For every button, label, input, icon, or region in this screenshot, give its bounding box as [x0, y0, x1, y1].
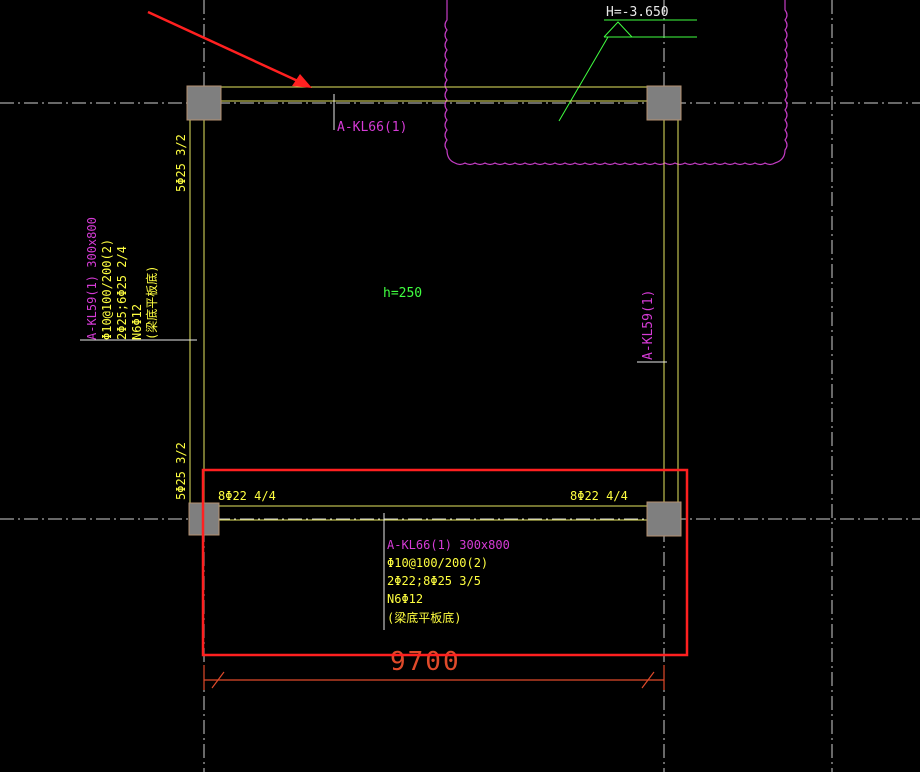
left-beam-line-3: 2Φ25;6Φ25 2/4: [115, 246, 129, 340]
magenta-boundary: [444, 0, 788, 166]
beam-outlines: [189, 86, 679, 521]
bottom-rebar-right-label: 8Φ22 4/4: [570, 489, 628, 503]
elevation-label: H=-3.650: [606, 5, 669, 20]
bottom-beam-label-block[interactable]: A-KL66(1) 300x800 Φ10@100/200(2) 2Φ22;8Φ…: [387, 538, 510, 625]
left-beam-label-block[interactable]: A-KL59(1) 300x800 Φ10@100/200(2) 2Φ25;6Φ…: [85, 217, 159, 340]
slab-thickness-label: h=250: [383, 286, 422, 301]
highlight-box: [201, 468, 689, 657]
elevation-triangle: [603, 21, 634, 38]
top-beam-label[interactable]: A-KL66(1): [337, 120, 407, 135]
elevation-leader: [558, 36, 609, 122]
dimension-line: [203, 665, 665, 690]
dimension-tick-right: [641, 671, 655, 689]
columns: [186, 85, 682, 537]
left-beam-line-4: N6Φ12: [130, 304, 144, 340]
elevation-marker: [558, 19, 697, 122]
bottom-beam-line-4: N6Φ12: [387, 592, 423, 606]
column-top-right[interactable]: [646, 85, 682, 121]
bottom-rebar-left-label: 8Φ22 4/4: [218, 489, 276, 503]
bottom-beam-line-3: 2Φ22;8Φ25 3/5: [387, 574, 481, 588]
left-rebar-bottom-label: 5Φ25 3/2: [174, 442, 188, 500]
right-beam-label[interactable]: A-KL59(1): [641, 290, 656, 360]
column-top-left[interactable]: [186, 85, 222, 121]
dimension-tick-left: [211, 671, 225, 689]
label-leaders: [80, 94, 667, 630]
dimension-label: 9700: [390, 647, 461, 677]
arrow-shaft: [147, 10, 301, 84]
left-beam-line-1: A-KL59(1) 300x800: [85, 217, 99, 340]
column-bottom-right[interactable]: [646, 501, 682, 537]
left-rebar-top-label: 5Φ25 3/2: [174, 134, 188, 192]
bottom-beam-line-1: A-KL66(1) 300x800: [387, 538, 510, 552]
left-beam-line-2: Φ10@100/200(2): [100, 239, 114, 340]
arrow-head: [292, 74, 312, 88]
bottom-beam-line-2: Φ10@100/200(2): [387, 556, 488, 570]
left-beam-line-5: (梁底平板底): [144, 266, 159, 340]
annotation-arrow: [147, 10, 312, 88]
bottom-beam-line-5: (梁底平板底): [387, 610, 461, 625]
